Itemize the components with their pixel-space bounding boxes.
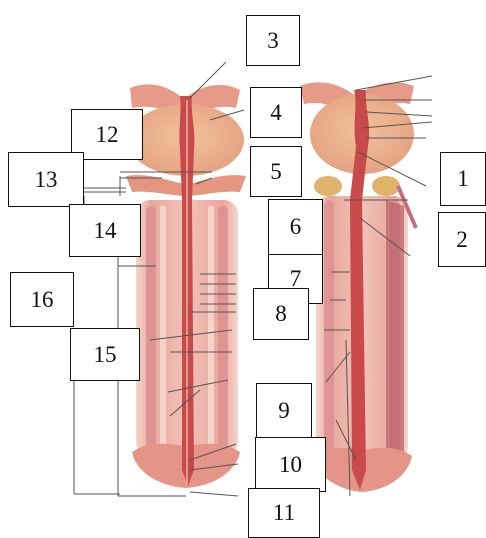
label-2-text: 2 (456, 227, 468, 253)
label-box-13: 13 (8, 152, 84, 207)
label-12-text: 12 (96, 122, 119, 148)
label-box-10: 10 (255, 437, 326, 492)
label-13-text: 13 (35, 167, 58, 193)
label-6-text: 6 (290, 214, 302, 240)
label-box-3: 3 (246, 15, 300, 66)
label-8-text: 8 (275, 301, 287, 327)
bulbourethral-gland-right (372, 176, 400, 196)
label-box-6: 6 (268, 199, 323, 255)
label-box-14: 14 (69, 204, 141, 257)
bulbourethral-gland-left (314, 176, 342, 196)
label-box-11: 11 (248, 488, 320, 538)
label-box-16: 16 (10, 272, 74, 327)
label-box-5: 5 (250, 146, 302, 197)
label-14-text: 14 (94, 218, 117, 244)
label-box-2: 2 (438, 212, 486, 267)
label-4-text: 4 (270, 100, 282, 126)
label-box-1: 1 (440, 152, 486, 206)
label-box-4: 4 (250, 87, 302, 138)
label-10-text: 10 (279, 452, 302, 478)
label-11-text: 11 (273, 500, 295, 526)
label-3-text: 3 (267, 28, 279, 54)
label-5-text: 5 (270, 159, 282, 185)
left-specimen (126, 84, 246, 488)
label-box-9: 9 (256, 383, 312, 438)
label-box-15: 15 (70, 328, 140, 381)
label-box-8: 8 (253, 288, 309, 340)
label-1-text: 1 (457, 166, 469, 192)
label-15-text: 15 (94, 342, 117, 368)
label-16-text: 16 (31, 287, 54, 313)
label-9-text: 9 (278, 398, 290, 424)
